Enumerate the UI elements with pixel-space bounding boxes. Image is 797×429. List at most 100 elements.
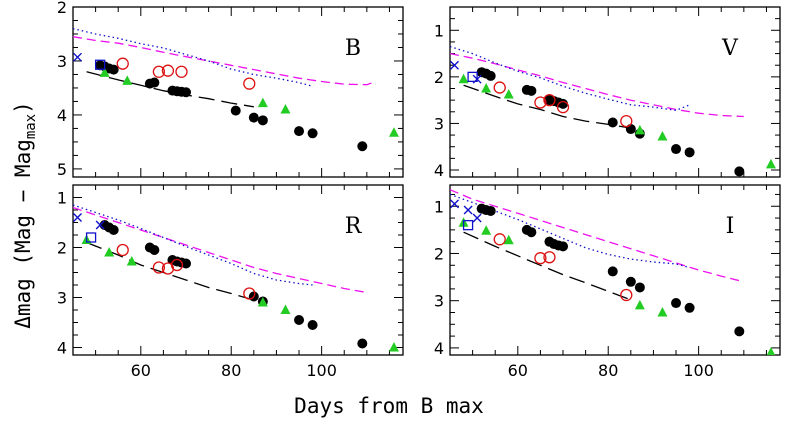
open-square-point (467, 71, 478, 83)
open-circle-point (493, 81, 506, 94)
open-circle-point (556, 100, 570, 114)
y-tick-label: 4 (434, 161, 444, 180)
open-circle-point (116, 57, 129, 70)
filled-circle-point (294, 126, 305, 137)
triangle-point (257, 97, 268, 108)
open-circle-point (620, 288, 633, 302)
triangle-point (503, 234, 514, 245)
y-axis-title-subscript: max (23, 114, 39, 139)
x-tick-label: 100 (683, 361, 714, 380)
triangle-point (765, 158, 776, 169)
panel-frame (72, 6, 404, 178)
filled-circle-point (558, 98, 569, 109)
filled-circle-point (558, 241, 569, 252)
open-circle-point (243, 287, 256, 300)
curve-long-dash (86, 241, 254, 301)
open-square-point (462, 219, 474, 231)
filled-circle-point (607, 117, 618, 128)
y-tick-label: 2 (434, 244, 444, 263)
filled-circle-point (257, 115, 268, 126)
filled-circle-point (181, 87, 192, 98)
open-circle-point (543, 251, 556, 264)
y-axis-title: Δmag (Mag − Magmax) (11, 101, 39, 329)
curve-long-dash (463, 231, 632, 301)
triangle-point (503, 89, 514, 99)
open-square-point (94, 59, 106, 70)
filled-circle-point (684, 302, 695, 313)
x-tick-label: 80 (221, 361, 241, 380)
open-circle-point (116, 243, 129, 257)
filled-circle-point (230, 105, 241, 116)
cross-point (73, 213, 83, 222)
curve-dashed (73, 36, 377, 86)
filled-circle-point (634, 282, 645, 293)
filled-circle-point (357, 141, 368, 152)
triangle-point (634, 299, 645, 310)
filled-circle-point (108, 64, 119, 75)
x-tick-label: 60 (131, 361, 151, 380)
y-tick-label: 1 (434, 21, 444, 40)
y-tick-label: 4 (57, 339, 67, 358)
filled-circle-point (625, 276, 636, 287)
filled-circle-point (526, 227, 537, 238)
triangle-point (388, 342, 399, 352)
triangle-point (766, 347, 776, 355)
curve-dashed (73, 206, 367, 294)
curve-dashed (450, 189, 744, 283)
panel-plot-area (73, 204, 399, 352)
filled-circle-point (307, 128, 318, 139)
open-circle-point (543, 94, 556, 107)
y-tick-label: 3 (434, 114, 444, 133)
filled-circle-point (248, 112, 259, 123)
y-tick-label: 4 (434, 339, 444, 358)
y-tick-label: 2 (57, 0, 67, 17)
open-circle-point (152, 65, 166, 78)
filled-circle-point (526, 85, 537, 96)
y-axis-title-main: Δmag (Mag − Mag (11, 139, 35, 329)
cross-point (450, 60, 460, 70)
filled-circle-point (684, 147, 695, 158)
cross-point (463, 205, 473, 215)
triangle-point (99, 67, 110, 77)
band-label-V: V (721, 36, 739, 61)
triangle-point (481, 83, 492, 93)
triangle-point (458, 73, 469, 84)
filled-circle-point (607, 266, 618, 277)
panel-plot-area (450, 45, 776, 177)
curve-dashed (450, 52, 744, 118)
y-tick-label: 5 (57, 160, 67, 179)
open-circle-point (534, 96, 547, 109)
x-tick-label: 60 (508, 361, 528, 380)
cross-point (472, 213, 482, 223)
filled-circle-point (671, 144, 682, 155)
band-label-R: R (345, 214, 363, 239)
filled-circle-point (734, 326, 745, 337)
filled-circle-point (149, 77, 160, 88)
filled-circle-point (671, 298, 682, 309)
triangle-point (104, 247, 115, 257)
panel-plot-area (73, 27, 399, 152)
panel-frame (72, 184, 404, 356)
triangle-point (122, 75, 133, 85)
open-circle-point (175, 65, 188, 78)
open-circle-point (152, 261, 166, 274)
triangle-point (280, 304, 291, 314)
x-tick-label: 80 (598, 361, 618, 380)
triangle-point (257, 297, 268, 307)
filled-circle-point (149, 245, 160, 255)
panel-frame (449, 6, 781, 178)
y-axis-title-close: ) (11, 101, 35, 114)
x-tick-label: 100 (306, 361, 337, 380)
panel-plot-area (450, 189, 776, 355)
y-tick-label: 2 (57, 239, 67, 258)
triangle-point (388, 127, 399, 137)
open-circle-point (534, 252, 547, 265)
filled-circle-point (108, 225, 119, 235)
filled-circle-point (181, 258, 192, 269)
cross-point (450, 199, 460, 209)
y-tick-label: 3 (434, 292, 444, 311)
